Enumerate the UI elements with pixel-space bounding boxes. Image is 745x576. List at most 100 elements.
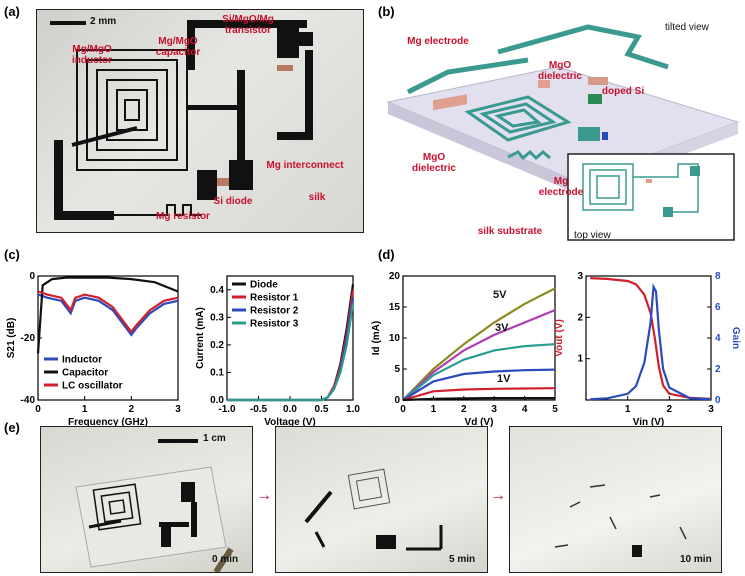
d-right-ytick-label: 3 bbox=[577, 271, 583, 282]
c-right-xtick-label: 0.0 bbox=[283, 404, 297, 415]
d-left-series-2 bbox=[402, 343, 556, 401]
c-left-ylabel: S21 (dB) bbox=[6, 318, 17, 359]
arrow-1: → bbox=[256, 487, 272, 504]
d-right-series-1 bbox=[590, 283, 712, 401]
e-device-10 bbox=[554, 484, 687, 557]
interconnect-label: Mg interconnect bbox=[266, 160, 344, 171]
d-right-ytick-label: 2 bbox=[577, 312, 583, 323]
d-left-ytick-label: 20 bbox=[389, 271, 401, 282]
d-right-y2tick-label: 2 bbox=[715, 364, 721, 375]
d-left-ytick-label: 5 bbox=[394, 364, 400, 375]
d-right-y2tick-label: 6 bbox=[715, 302, 721, 313]
transistor-label: Si/MgO/Mg transistor bbox=[222, 14, 274, 36]
c-right-legend-label: Resistor 1 bbox=[250, 293, 299, 304]
c-right-legend-label: Resistor 2 bbox=[250, 306, 299, 317]
panel-a-device-drawing bbox=[54, 20, 313, 220]
d-left-series-0 bbox=[402, 287, 556, 401]
panel-e-scale-text: 1 cm bbox=[203, 433, 226, 444]
c-left-xtick-label: 3 bbox=[175, 404, 181, 415]
c-right-legend-label: Resistor 3 bbox=[250, 319, 299, 330]
diode-label: Si diode bbox=[213, 196, 253, 207]
c-right-ytick-label: 0.4 bbox=[210, 285, 224, 296]
c-left-legend-label: LC oscillator bbox=[62, 381, 123, 392]
c-left-legend-label: Capacitor bbox=[62, 368, 108, 379]
silk-label: silk bbox=[308, 192, 326, 203]
c-right-ytick-label: 0.0 bbox=[210, 395, 224, 406]
panel-e-scale-bar bbox=[158, 439, 198, 443]
c-left-xtick-label: 1 bbox=[82, 404, 88, 415]
d-left-series-4 bbox=[402, 387, 556, 402]
d-curve-label-5v: 5V bbox=[493, 289, 507, 301]
c-right-ytick-label: 0.1 bbox=[210, 367, 224, 378]
d-right-series-0 bbox=[590, 277, 712, 400]
panel-c-label: (c) bbox=[4, 247, 20, 262]
c-right-legend-label: Diode bbox=[250, 280, 278, 291]
d-left-xtick-label: 1 bbox=[431, 404, 437, 415]
b-mg-electrode-label-1: Mg electrode bbox=[407, 36, 469, 47]
b-doped-si-label: doped Si bbox=[601, 86, 645, 97]
d-left-series-5 bbox=[402, 397, 555, 402]
d-left-series-1 bbox=[402, 309, 556, 401]
c-right-ytick-label: 0.2 bbox=[210, 340, 224, 351]
c-right-xtick-label: 0.5 bbox=[315, 404, 329, 415]
e-device-5 bbox=[304, 468, 443, 551]
d-right-ylabel: Vout (V) bbox=[554, 319, 565, 357]
c-left-ytick-label: -20 bbox=[21, 333, 36, 344]
top-view-label: top view bbox=[574, 230, 611, 241]
arrow-2: → bbox=[490, 487, 506, 504]
d-right-y2tick-label: 8 bbox=[715, 271, 721, 282]
d-left-xlabel: Vd (V) bbox=[465, 417, 494, 428]
d-right-xtick-label: 1 bbox=[625, 404, 631, 415]
panel-e-photo-10 bbox=[509, 426, 722, 573]
d-left-xtick-label: 2 bbox=[461, 404, 467, 415]
b-mgo-dielectric-label-2: MgO dielectric bbox=[412, 152, 456, 174]
tilted-view-label: tilted view bbox=[665, 22, 709, 33]
c-right-ytick-label: 0.3 bbox=[210, 312, 224, 323]
d-right-y2tick-label: 4 bbox=[715, 333, 721, 344]
d-left-ytick-label: 15 bbox=[389, 302, 401, 313]
panel-b-schematic bbox=[386, 24, 740, 241]
panel-b-label: (b) bbox=[378, 4, 395, 19]
d-right-ytick-label: 1 bbox=[577, 354, 583, 365]
d-left-xtick-label: 4 bbox=[522, 404, 528, 415]
capacitor-label: Mg/MgO capacitor bbox=[155, 36, 201, 58]
time-5-label: 5 min bbox=[449, 554, 476, 565]
panel-e-photo-5 bbox=[275, 426, 488, 573]
c-right-xtick-label: 1.0 bbox=[346, 404, 360, 415]
c-right-xtick-label: -1.0 bbox=[218, 404, 236, 415]
b-silk-substrate-label: silk substrate bbox=[477, 226, 543, 237]
c-left-ytick-label: -40 bbox=[21, 395, 36, 406]
d-left-ylabel: Id (mA) bbox=[371, 321, 382, 355]
time-0-label: 0 min bbox=[212, 554, 239, 565]
c-right-xtick-label: -0.5 bbox=[250, 404, 268, 415]
d-left-ytick-label: 0 bbox=[394, 395, 400, 406]
c-right-ylabel: Current (mA) bbox=[195, 307, 206, 369]
resistor-label: Mg resistor bbox=[156, 211, 210, 222]
panel-d-label: (d) bbox=[378, 247, 395, 262]
d-right-y2tick-label: 0 bbox=[715, 395, 721, 406]
d-left-xtick-label: 5 bbox=[552, 404, 558, 415]
b-mg-electrode-label-2: Mg electrode bbox=[538, 176, 584, 198]
d-curve-label-1v: 1V bbox=[497, 373, 511, 385]
panel-a-scale-bar bbox=[50, 21, 86, 25]
inductor-label: Mg/MgO inductor bbox=[72, 44, 112, 66]
d-left-xtick-label: 0 bbox=[400, 404, 406, 415]
d-right-y2label: Gain bbox=[730, 327, 741, 349]
c-left-series-2 bbox=[37, 290, 179, 334]
c-left-xtick-label: 0 bbox=[35, 404, 41, 415]
c-left-legend-label: Inductor bbox=[62, 355, 102, 366]
c-right-xlabel: Voltage (V) bbox=[264, 417, 315, 428]
panel-a-scale-text: 2 mm bbox=[90, 16, 117, 27]
b-mgo-dielectric-label-1: MgO dielectric bbox=[538, 60, 582, 82]
d-right-xtick-label: 3 bbox=[708, 404, 714, 415]
d-right-xlabel: Vin (V) bbox=[633, 417, 664, 428]
panel-a-label: (a) bbox=[4, 4, 20, 19]
c-left-series-1 bbox=[36, 276, 179, 354]
d-left-series-3 bbox=[402, 368, 556, 401]
d-left-ytick-label: 10 bbox=[389, 333, 401, 344]
c-right-series-3 bbox=[227, 303, 355, 402]
c-left-series-0 bbox=[37, 293, 179, 337]
panel-e-photo-0 bbox=[40, 426, 253, 573]
